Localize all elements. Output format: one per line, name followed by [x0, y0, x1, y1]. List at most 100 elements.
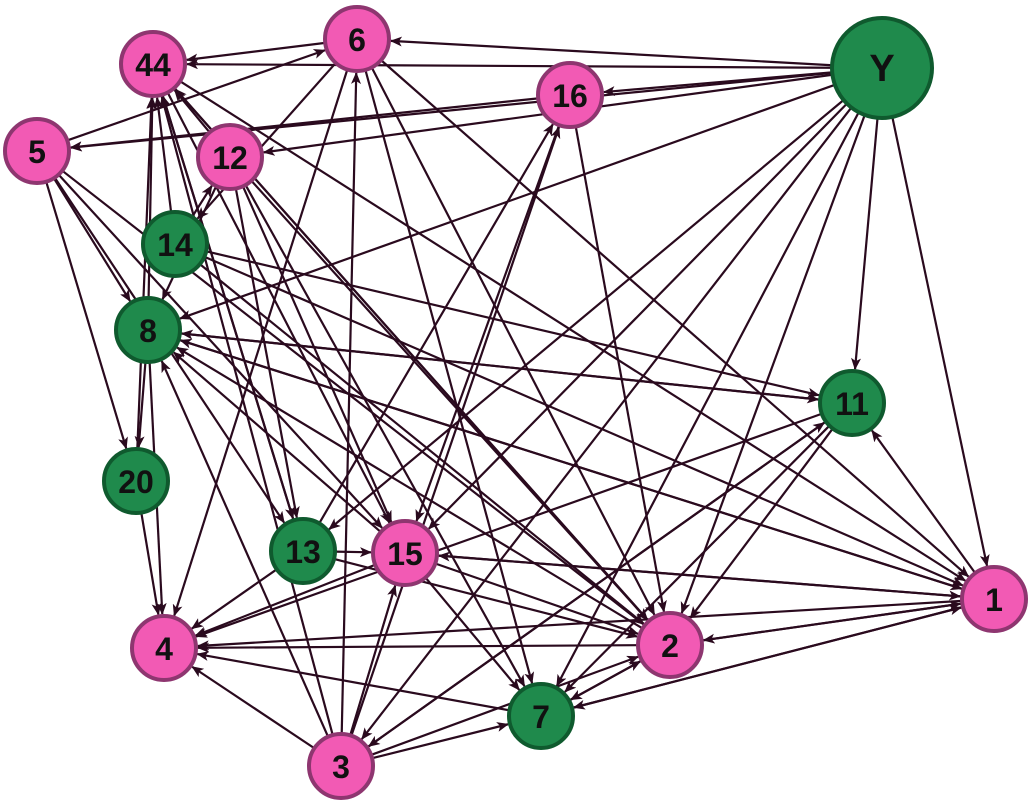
node-circle-13 [269, 517, 337, 585]
edge-Y-to-11 [851, 117, 879, 371]
edge-Y-to-6 [389, 36, 833, 67]
edge-1-to-4 [196, 599, 963, 651]
node-7[interactable]: 7 [507, 682, 575, 750]
edge-12-to-7 [244, 184, 526, 688]
edge-6-to-14 [196, 62, 337, 220]
node-label-6: 6 [348, 22, 366, 58]
node-circle-15 [371, 519, 439, 587]
edge-3-to-7 [371, 722, 509, 760]
node-5[interactable]: 5 [3, 117, 71, 185]
node-20[interactable]: 20 [102, 447, 170, 515]
edge-1-to-11 [871, 429, 977, 574]
edge-6-to-2 [370, 66, 656, 616]
node-3[interactable]: 3 [307, 732, 375, 800]
edge-7-to-1 [571, 605, 963, 710]
edge-16-to-5 [69, 97, 539, 152]
node-label-8: 8 [139, 313, 157, 349]
edge-15-to-1 [436, 554, 962, 601]
edge-5-to-8 [52, 177, 132, 302]
edge-11-to-4 [195, 412, 823, 638]
edge-5-to-6 [66, 49, 326, 142]
edge-13-to-4 [191, 568, 278, 630]
node-circle-1 [960, 565, 1028, 633]
node-label-12: 12 [212, 140, 248, 176]
node-circle-16 [536, 61, 604, 129]
node-label-1: 1 [985, 582, 1003, 618]
node-11[interactable]: 11 [818, 369, 886, 437]
edge-12-to-15 [241, 185, 393, 523]
node-1[interactable]: 1 [960, 565, 1028, 633]
edge-2-to-1 [701, 600, 962, 642]
edge-7-to-4 [196, 651, 510, 712]
node-circle-20 [102, 447, 170, 515]
edge-15-to-2 [434, 562, 639, 635]
node-8[interactable]: 8 [114, 296, 182, 364]
edges-layer [45, 36, 990, 760]
node-label-7: 7 [532, 699, 550, 735]
node-13[interactable]: 13 [269, 517, 337, 585]
node-15[interactable]: 15 [371, 519, 439, 587]
edge-1-to-8 [179, 338, 964, 591]
node-circle-7 [507, 682, 575, 750]
edge-3-to-44 [159, 95, 334, 736]
node-label-Y: Y [869, 48, 894, 90]
edge-Y-to-13 [328, 99, 845, 531]
edge-3-to-4 [191, 665, 315, 750]
edge-Y-to-44 [185, 59, 833, 70]
node-label-3: 3 [332, 749, 350, 785]
edge-Y-to-7 [555, 111, 860, 687]
node-circle-6 [323, 5, 391, 73]
node-6[interactable]: 6 [323, 5, 391, 73]
edge-14-to-11 [205, 250, 820, 398]
node-label-44: 44 [135, 47, 171, 83]
edge-13-to-15 [334, 547, 373, 558]
edge-3-to-15 [349, 584, 397, 736]
edge-6-to-1 [380, 59, 970, 578]
edge-6-to-44 [185, 41, 326, 64]
node-circle-8 [114, 296, 182, 364]
node-circle-14 [141, 210, 209, 278]
node-circle-Y [830, 16, 934, 120]
edge-Y-to-3 [360, 106, 853, 740]
node-circle-2 [636, 611, 704, 679]
edge-3-to-16 [350, 126, 561, 737]
node-12[interactable]: 12 [196, 123, 264, 191]
edge-3-to-11 [366, 421, 826, 749]
edge-3-to-6 [340, 71, 362, 735]
edge-14-to-12 [191, 184, 213, 218]
edge-8-to-20 [134, 361, 147, 449]
edge-3-to-2 [370, 655, 640, 756]
node-44[interactable]: 44 [119, 30, 187, 98]
edge-2-to-8 [176, 346, 644, 630]
node-2[interactable]: 2 [636, 611, 704, 679]
edge-12-to-13 [234, 188, 300, 519]
node-circle-11 [818, 369, 886, 437]
edge-2-to-4 [196, 642, 639, 653]
node-4[interactable]: 4 [130, 614, 198, 682]
node-label-5: 5 [28, 134, 46, 170]
node-Y[interactable]: Y [830, 16, 934, 120]
edge-11-to-2 [689, 427, 834, 619]
edge-13-to-44 [161, 95, 295, 521]
edge-5-to-15 [57, 173, 383, 529]
edge-16-to-2 [574, 126, 667, 613]
node-label-4: 4 [155, 631, 173, 667]
edge-14-to-44 [153, 96, 173, 213]
edge-Y-to-15 [428, 102, 848, 530]
edge-3-to-8 [160, 360, 330, 738]
node-circle-5 [3, 117, 71, 185]
node-label-11: 11 [835, 386, 869, 422]
edge-5-to-20 [45, 181, 128, 450]
node-16[interactable]: 16 [536, 61, 604, 129]
node-label-20: 20 [118, 464, 154, 500]
edge-Y-to-1 [891, 116, 990, 567]
edge-Y-to-2 [680, 114, 866, 615]
node-label-14: 14 [157, 227, 193, 263]
node-circle-4 [130, 614, 198, 682]
edge-15-to-7 [424, 576, 521, 691]
node-label-15: 15 [387, 536, 423, 572]
edge-14-to-1 [203, 255, 964, 587]
node-14[interactable]: 14 [141, 210, 209, 278]
